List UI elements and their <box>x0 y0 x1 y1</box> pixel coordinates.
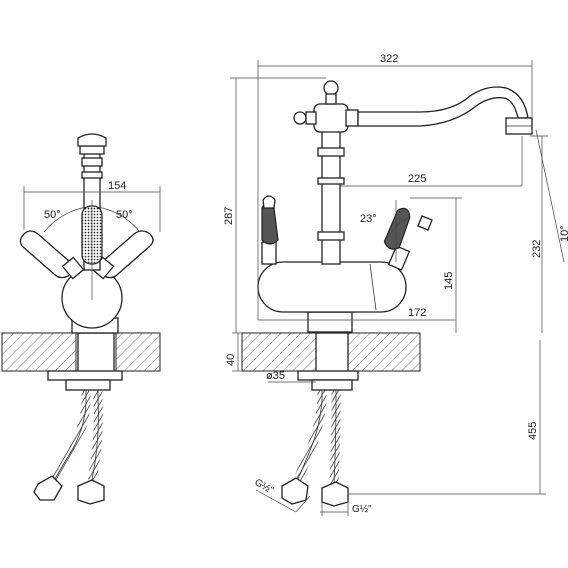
dim-side-body-height: 145 <box>443 272 455 290</box>
front-handle-right <box>91 230 154 280</box>
dim-side-hole-diameter: ø35 <box>266 370 285 382</box>
dim-front-width: 154 <box>108 180 126 192</box>
dim-side-base-depth: 172 <box>408 307 426 319</box>
side-view: 322 225 287 232 10° 145 172 23° 40 <box>223 53 568 516</box>
side-shank <box>315 332 349 374</box>
dim-side-counter-thickness: 40 <box>225 354 237 366</box>
front-handle-left <box>19 230 85 280</box>
side-spout <box>357 86 529 127</box>
side-hose-nut-left <box>281 477 309 505</box>
side-body <box>257 261 407 313</box>
front-hose-nut-right <box>77 479 105 505</box>
side-top-knob <box>323 80 339 96</box>
dim-side-thread-left: G½" <box>253 477 276 497</box>
dim-side-hose-length: 455 <box>527 422 539 440</box>
front-hose-right <box>87 380 103 481</box>
front-hose-nut-left <box>33 475 63 501</box>
side-mount-nut <box>297 370 359 381</box>
side-hose-left <box>291 382 327 486</box>
dim-side-inner-reach: 225 <box>408 173 426 185</box>
dim-side-total-height: 287 <box>223 207 235 225</box>
front-top-cap <box>77 133 107 147</box>
dim-front-angle-right: 50° <box>116 209 133 221</box>
front-view: 154 50° 50° <box>1 133 161 505</box>
side-base-collar <box>307 311 353 333</box>
side-handle-right <box>383 207 433 271</box>
front-shank <box>77 332 115 374</box>
side-handle-left <box>261 195 279 265</box>
dim-side-spout-reach: 322 <box>380 53 398 65</box>
dim-side-thread-right: G½" <box>352 504 372 515</box>
dim-side-spout-height: 232 <box>531 240 543 258</box>
front-hose-left <box>48 380 91 487</box>
side-hose-nut-right <box>321 481 349 507</box>
dim-side-handle-angle: 23° <box>360 213 377 225</box>
dim-front-angle-left: 50° <box>44 209 61 221</box>
dim-side-spout-tilt: 10° <box>559 225 568 242</box>
side-head <box>313 103 349 133</box>
front-mount-nut <box>47 370 123 381</box>
